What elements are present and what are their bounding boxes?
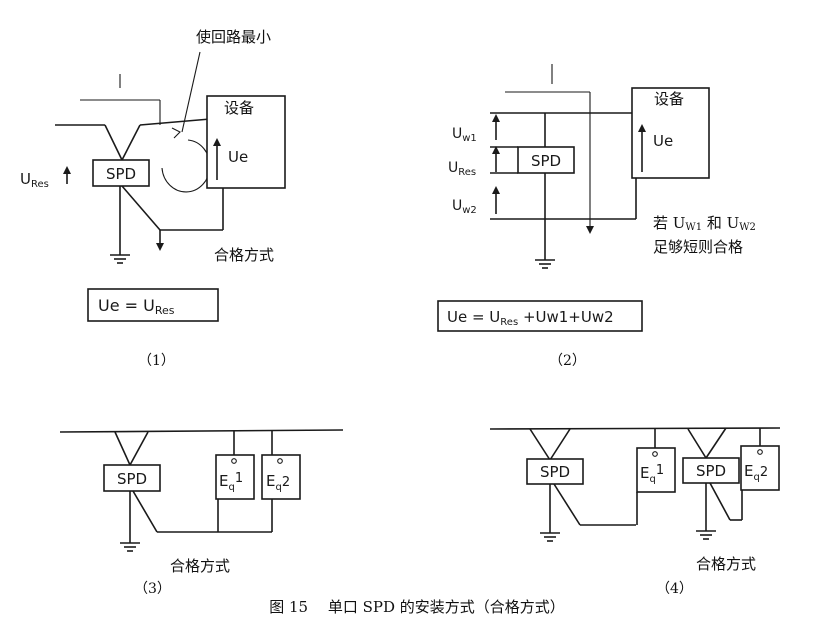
device-label-2: 设备	[654, 90, 684, 108]
eq1-terminal-4	[652, 451, 658, 457]
ground-icon-4b	[696, 530, 716, 540]
uw2-label: Uw2	[452, 198, 477, 216]
ground-icon	[110, 254, 130, 264]
ground-icon-3	[120, 542, 140, 552]
formula-2: Ue = URes +Uw1+Uw2	[447, 308, 614, 328]
eq2-label-4: Eq2	[744, 462, 768, 483]
eq1-label-4: Eq1	[640, 463, 664, 485]
fig4-number: （4）	[656, 581, 693, 597]
v-right	[121, 124, 141, 161]
spd-box	[92, 159, 150, 187]
note-line-1: 若 UW1 和 UW2	[653, 214, 756, 233]
v-right-3	[129, 431, 149, 466]
spd-bond-lead-3	[132, 490, 158, 533]
spd-label-2: SPD	[531, 152, 561, 170]
loop-note: 使回路最小	[196, 28, 271, 46]
figure-4: SPD Eq1 SPD Eq2 合格方式 （4）	[489, 427, 781, 597]
v1-right-4	[549, 428, 571, 461]
spd-bond-lead	[121, 185, 161, 231]
v2-right-4	[705, 427, 727, 459]
figure-1: SPD URes 使回路最小 设备 Ue 合格方式 Ue = URes （1）	[20, 28, 286, 369]
ue-label: Ue	[228, 148, 248, 166]
ground-icon-2	[535, 259, 555, 269]
spd2-bond-lead-4	[709, 482, 731, 521]
loop-note-leader	[181, 51, 201, 133]
figure-caption: 图 15 单口 SPD 的安装方式（合格方式）	[269, 598, 565, 616]
supply-line-3	[59, 429, 344, 433]
spd-box-3	[103, 464, 161, 492]
eq2-terminal-3	[277, 458, 283, 464]
eq2-terminal-4	[757, 449, 763, 455]
eq2-label-3: Eq2	[266, 472, 290, 493]
fig3-number: （3）	[134, 581, 171, 597]
ok-label-3: 合格方式	[170, 557, 230, 575]
ok-label-4: 合格方式	[696, 555, 756, 573]
ok-label-1: 合格方式	[214, 246, 274, 264]
formula-box-2	[437, 300, 643, 332]
loop-arrowhead	[171, 127, 181, 139]
device-box-2	[631, 87, 710, 179]
formula-box-1	[87, 288, 219, 322]
v-left-3	[114, 431, 131, 466]
formula-1: Ue = URes	[98, 296, 175, 317]
eq1-terminal-3	[231, 458, 237, 464]
uw1-label: Uw1	[452, 126, 477, 144]
spd-label: SPD	[106, 165, 136, 183]
ground-icon-4a	[540, 532, 560, 542]
ures-label: URes	[20, 170, 49, 190]
fig2-number: （2）	[549, 353, 586, 369]
figure-3: SPD Eq1 Eq2 合格方式 （3）	[59, 429, 344, 597]
fig1-number: （1）	[138, 353, 175, 369]
spd1-bond-lead-4	[553, 483, 581, 526]
spd2-label-4: SPD	[696, 462, 726, 480]
eq1-label-3: Eq1	[219, 471, 243, 493]
ue-label-2: Ue	[653, 132, 673, 150]
spd-box-2	[517, 146, 575, 174]
device-label: 设备	[224, 99, 254, 117]
v1-left-4	[529, 428, 551, 461]
spd1-label-4: SPD	[540, 463, 570, 481]
spd1-box-4	[526, 458, 584, 485]
supply-line-4	[489, 427, 781, 430]
note-line-2: 足够短则合格	[653, 238, 743, 256]
v-left	[104, 124, 123, 161]
loop-arc	[161, 139, 211, 193]
spd-label-3: SPD	[117, 470, 147, 488]
spd2-box-4	[682, 457, 740, 484]
v2-left-4	[687, 428, 707, 459]
ures-label-2: URes	[448, 160, 476, 178]
figure-2: SPD Uw1 URes Uw2 设备 Ue 若 UW1 和 UW2 足够短则合…	[437, 64, 756, 369]
